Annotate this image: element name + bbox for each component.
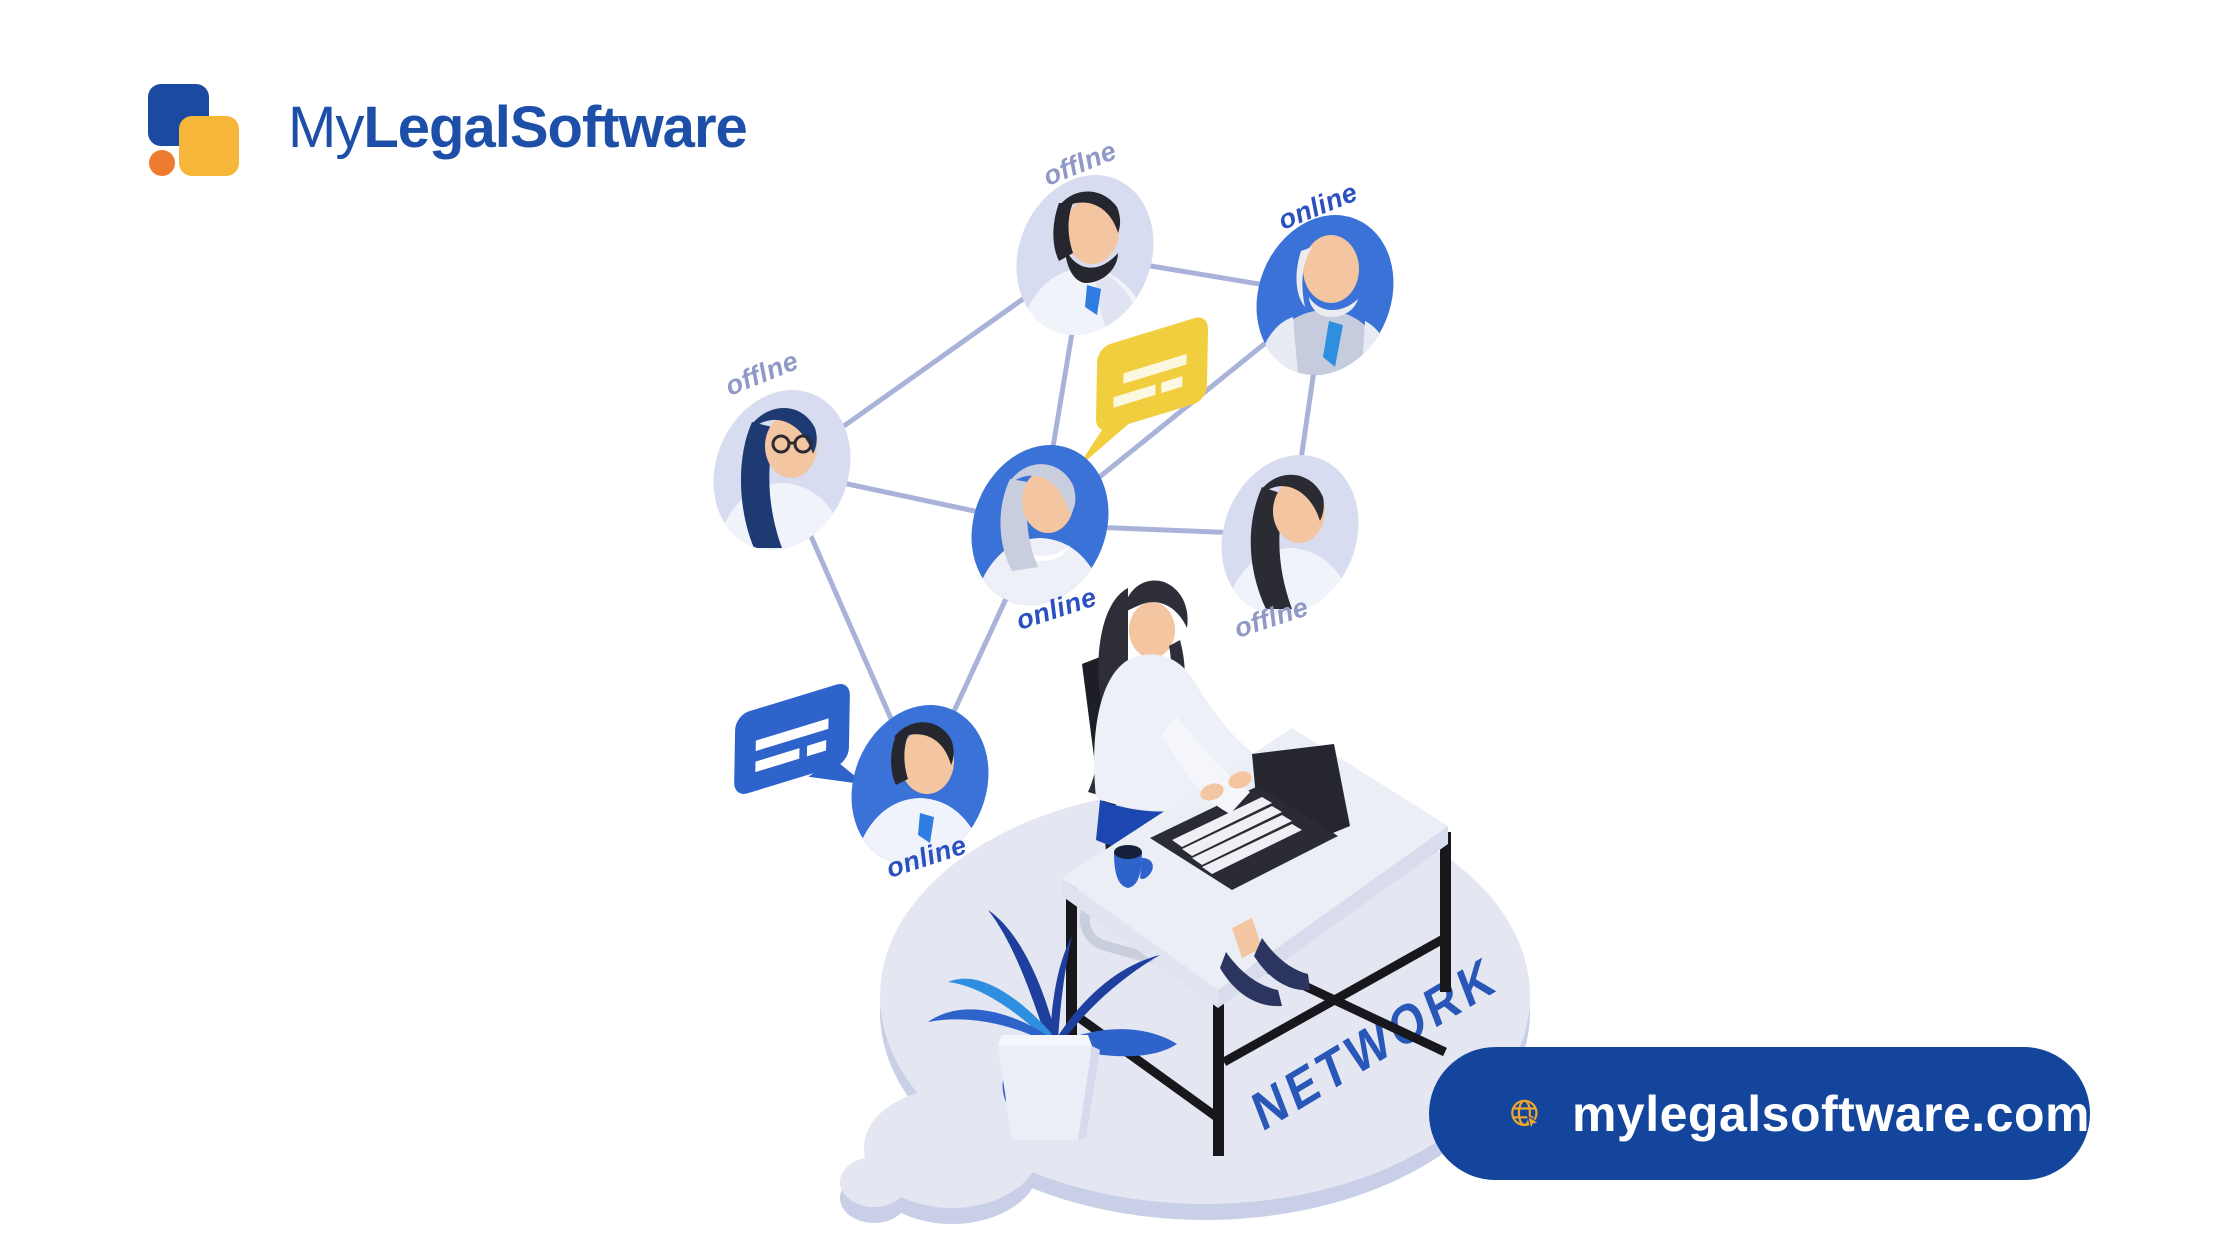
logo-orange-dot: [149, 150, 175, 176]
blue-chat-bubble: [734, 683, 866, 794]
avatar-bearded-man: [1015, 175, 1155, 347]
plant-pot: [998, 1035, 1100, 1140]
avatar-hair-back: [1000, 479, 1038, 571]
bubble-text-line: [1113, 384, 1156, 408]
woman-sleeve: [1162, 716, 1250, 814]
avatar-senior-man: [1253, 215, 1397, 387]
woman-ankle: [1232, 918, 1262, 958]
logo-text-software: Software: [509, 94, 748, 160]
avatar-hair-back: [891, 733, 909, 785]
high-heel: [1254, 938, 1310, 991]
avatar-hair: [1057, 191, 1121, 233]
woman-heels: [1220, 918, 1310, 1007]
avatar-hair: [894, 722, 954, 765]
avatar-tie: [918, 813, 934, 843]
avatar-young-man: [850, 705, 990, 877]
avatar-hair: [1010, 464, 1076, 515]
potted-plant: [928, 910, 1177, 1140]
avatar-hair: [752, 407, 817, 454]
avatar-long-haired-woman: [1220, 455, 1360, 627]
website-button-label: mylegalsoftware.com: [1571, 1085, 2090, 1142]
woman-hair-top: [1124, 580, 1188, 628]
logo-text-my: My: [288, 94, 364, 160]
woman-hand: [1228, 771, 1252, 789]
logo-text-legal: Legal: [363, 94, 510, 160]
avatar-tie: [1085, 285, 1101, 315]
yellow-chat-bubble: [1076, 317, 1208, 470]
glasses-icon: [771, 434, 813, 454]
logo-mark-icon: [148, 74, 248, 180]
avatar-face: [1303, 235, 1359, 303]
high-heel: [1220, 952, 1282, 1007]
globe-cursor-icon: [1511, 1099, 1541, 1130]
bubble-text-line: [755, 748, 800, 773]
avatar-face: [1065, 198, 1119, 264]
avatar-woman-with-glasses: [712, 390, 852, 562]
logo-yellow-square: [179, 116, 239, 176]
avatar-senior-woman: [970, 445, 1110, 617]
avatar-hair: [1053, 203, 1073, 261]
desk-frame: [1066, 832, 1451, 1156]
avatar-hair-back: [1250, 487, 1292, 609]
avatar-beard: [1065, 247, 1118, 283]
woman-hand: [1200, 783, 1224, 801]
bubble-text-line: [755, 718, 829, 752]
avatar-hair: [1296, 247, 1312, 307]
woman-face: [1129, 602, 1175, 658]
avatar-tie: [1323, 321, 1343, 367]
bubble-text-line: [1161, 376, 1183, 394]
website-button[interactable]: mylegalsoftware.com: [1429, 1047, 2090, 1180]
brand-logo: MyLegalSoftware: [148, 74, 748, 180]
bubble-text-line: [1123, 353, 1187, 384]
coffee-mug: [1114, 845, 1153, 888]
avatar-hair: [1262, 474, 1324, 521]
laptop-keys: [1172, 797, 1302, 874]
laptop: [1150, 744, 1350, 890]
desk-side: [1062, 878, 1218, 1008]
woman-arms: [1162, 716, 1252, 814]
logo-text: MyLegalSoftware: [288, 94, 748, 161]
bubble-text-line: [806, 739, 827, 757]
avatar-hair-back: [740, 422, 782, 548]
avatar-beard: [1309, 297, 1358, 318]
bubble-tail: [808, 758, 866, 785]
